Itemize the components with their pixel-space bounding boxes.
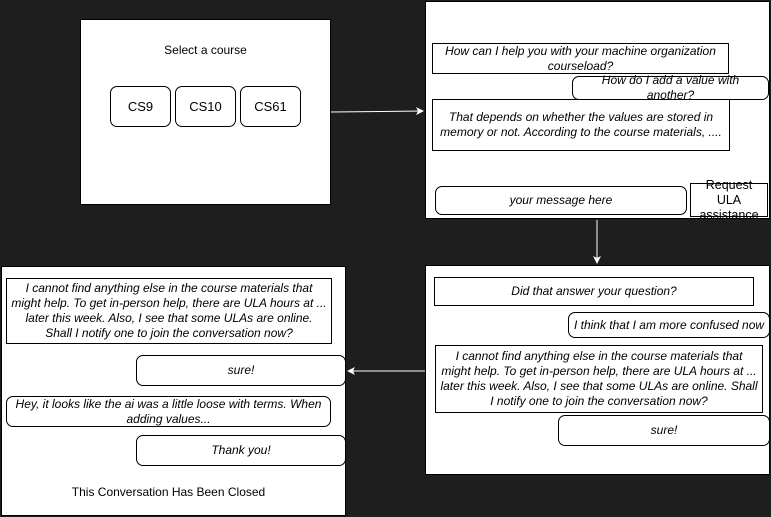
ula-message: Hey, it looks like the ai was a little l… (6, 396, 331, 427)
bot-answer-message: That depends on whether the values are s… (432, 99, 730, 151)
bot-offer-message: I cannot find anything else in the cours… (435, 345, 763, 413)
user-thanks-message: Thank you! (136, 435, 346, 466)
chat-panel-2: Did that answer your question? I think t… (425, 265, 770, 475)
message-input[interactable]: your message here (435, 186, 687, 215)
user-sure-message: sure! (136, 355, 346, 386)
bot-offer-message: I cannot find anything else in the cours… (6, 278, 332, 344)
bot-check-message: Did that answer your question? (434, 277, 754, 306)
user-sure-message: sure! (558, 415, 770, 446)
course-select-title: Select a course (164, 43, 247, 57)
conversation-closed-notice: This Conversation Has Been Closed (71, 485, 266, 499)
course-button-cs61[interactable]: CS61 (240, 86, 301, 127)
course-button-cs9[interactable]: CS9 (110, 86, 171, 127)
chat-panel-closed: I cannot find anything else in the cours… (1, 266, 346, 516)
request-ula-button[interactable]: Request ULA assistance (690, 178, 768, 222)
bot-greeting-message: How can I help you with your machine org… (432, 43, 729, 74)
chat-panel-1: How can I help you with your machine org… (425, 1, 770, 222)
arrow-select-to-chat1 (330, 107, 424, 116)
user-reply-message: I think that I am more confused now (568, 312, 770, 338)
course-button-cs10[interactable]: CS10 (175, 86, 236, 127)
user-question-message: How do I add a value with another? (572, 73, 769, 102)
course-select-panel: Select a course CS9 CS10 CS61 (80, 19, 331, 205)
